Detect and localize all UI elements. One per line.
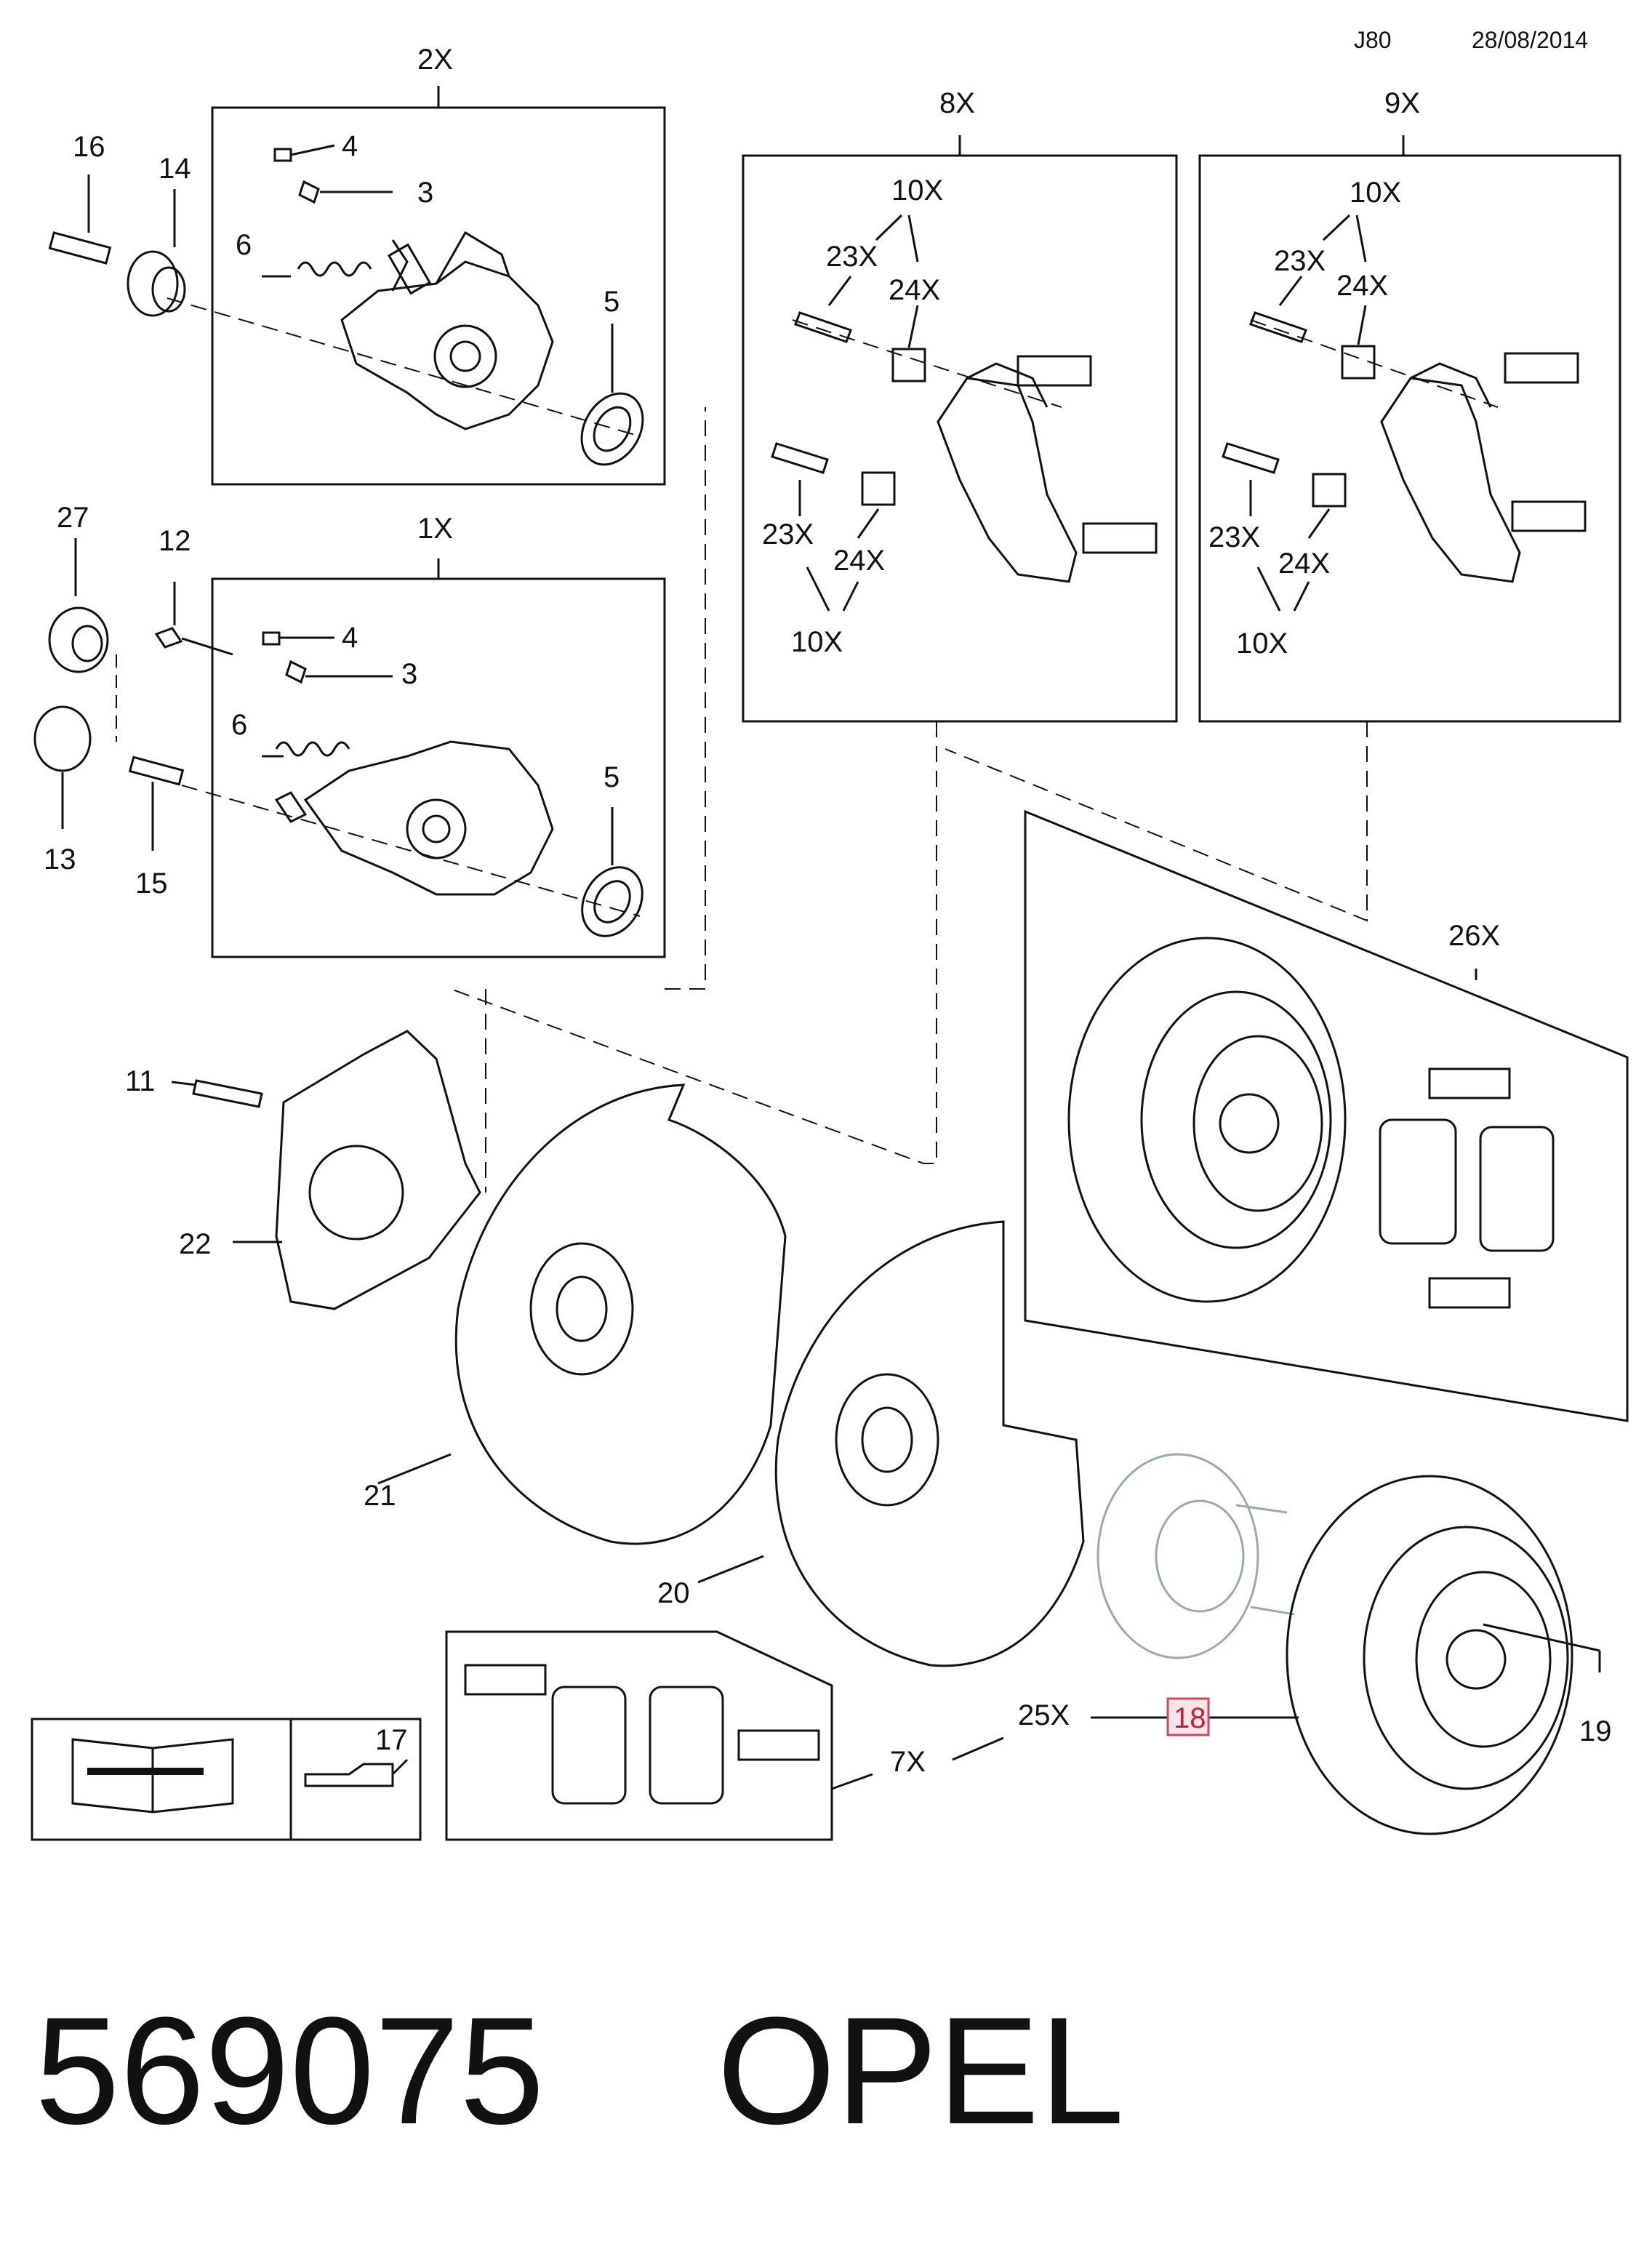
- brand-name: OPEL: [717, 1985, 1124, 2156]
- label-25x: 25X: [1018, 1699, 1070, 1731]
- dust-shield-20: [697, 1220, 1085, 1667]
- label-1x: 1X: [417, 513, 453, 545]
- label-3-top: 3: [417, 177, 433, 209]
- label-23x-9-bottom: 23X: [1208, 521, 1260, 553]
- label-3-bottom: 3: [401, 658, 417, 690]
- anchor-plate-22: [171, 1030, 481, 1310]
- label-24x-9-bottom: 24X: [1278, 548, 1330, 580]
- box-2x-frame: [211, 106, 666, 486]
- label-4-bottom: 4: [342, 622, 358, 654]
- label-24x-8-bottom: 24X: [833, 545, 885, 577]
- label-26x: 26X: [1448, 920, 1500, 952]
- label-19: 19: [1579, 1715, 1612, 1747]
- dust-shield-21: [377, 1083, 787, 1545]
- label-16: 16: [73, 131, 105, 163]
- carrier-kit-8x: [742, 135, 1178, 723]
- left-small-parts: [33, 538, 233, 851]
- hub-18-highlight-box[interactable]: [1166, 1697, 1210, 1736]
- caliper-kit-1x: [181, 558, 666, 958]
- label-4-top: 4: [342, 130, 358, 162]
- label-21: 21: [364, 1480, 396, 1512]
- label-24x-9-top: 24X: [1336, 270, 1388, 302]
- label-5-bottom: 5: [604, 761, 620, 793]
- box-9x-frame: [1198, 154, 1621, 723]
- label-27: 27: [57, 502, 89, 534]
- label-10x-9-bottom: 10X: [1236, 628, 1288, 660]
- carrier-kit-9x: [1198, 135, 1621, 723]
- label-20: 20: [657, 1577, 690, 1609]
- label-24x-8-top: 24X: [889, 274, 940, 306]
- info-box: [31, 1718, 422, 1841]
- label-6-bottom: 6: [231, 709, 247, 741]
- label-6-top: 6: [236, 229, 252, 261]
- label-12: 12: [159, 525, 191, 557]
- label-23x-8-top: 23X: [826, 241, 878, 273]
- pad-kit-7x: [445, 1630, 873, 1841]
- connector-lines: [450, 407, 1368, 1193]
- label-13: 13: [44, 843, 76, 875]
- caliper-kit-2x: [167, 86, 666, 486]
- wheel-hub-18: [1096, 1453, 1295, 1659]
- header-code: J80: [1354, 27, 1392, 53]
- label-18: 18: [1174, 1702, 1206, 1734]
- label-2x: 2X: [417, 44, 453, 76]
- label-5-top: 5: [604, 286, 620, 318]
- label-10x-8-bottom: 10X: [791, 626, 843, 658]
- disc-pad-kit-26x: [1024, 809, 1629, 1422]
- box-7x-frame: [445, 1630, 833, 1841]
- label-7x: 7X: [890, 1746, 926, 1778]
- label-10x-8-top: 10X: [891, 175, 943, 207]
- label-15: 15: [135, 867, 168, 899]
- bolt-16-bushing-14: [48, 175, 186, 317]
- brake-disc-25x: [952, 1475, 1601, 1835]
- label-11: 11: [125, 1065, 156, 1097]
- label-22: 22: [179, 1228, 212, 1260]
- label-10x-9-top: 10X: [1350, 177, 1401, 209]
- label-8x: 8X: [939, 87, 975, 119]
- label-17: 17: [375, 1724, 408, 1756]
- box-26x-frame: [1024, 809, 1629, 1422]
- label-14: 14: [159, 153, 191, 185]
- label-23x-9-top: 23X: [1274, 245, 1326, 277]
- part-number: 569075: [35, 1985, 545, 2156]
- header-date: 28/08/2014: [1472, 27, 1588, 53]
- oil-can-icon: [304, 1763, 394, 1787]
- label-9x: 9X: [1384, 87, 1420, 119]
- label-23x-8-bottom: 23X: [762, 518, 814, 550]
